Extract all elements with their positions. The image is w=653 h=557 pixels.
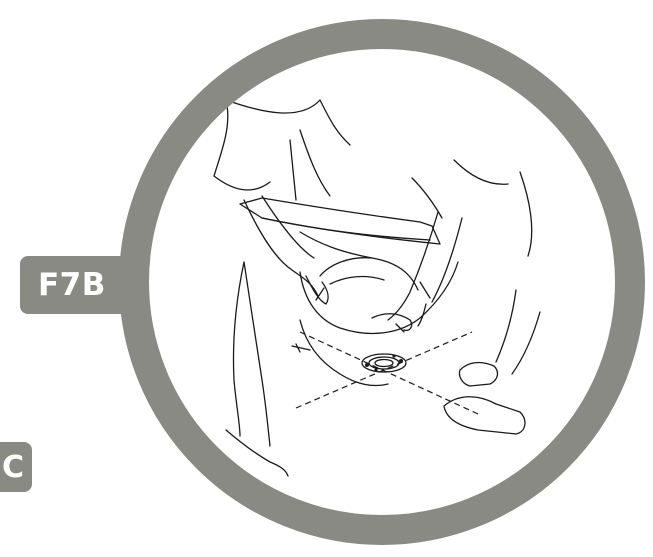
alignment-line-b <box>296 332 472 408</box>
toilet-installation-illustration <box>214 100 540 476</box>
toilet-tank-outline <box>240 198 440 244</box>
left-person-leg <box>233 262 270 446</box>
side-step-badge: C <box>0 442 32 492</box>
right-person-foot-upper <box>459 363 497 386</box>
detail-ring <box>134 34 630 530</box>
left-person-arm <box>244 196 318 296</box>
step-label-text: F7B <box>38 267 106 303</box>
right-person-leg <box>496 290 540 374</box>
left-person-shirt <box>214 100 350 190</box>
step-label-badge: F7B <box>20 256 132 314</box>
left-hand <box>306 276 328 304</box>
right-person-shirt <box>412 160 532 256</box>
right-person-arm <box>388 212 462 320</box>
side-step-text: C <box>2 450 24 485</box>
right-person-foot-lower <box>444 397 525 434</box>
